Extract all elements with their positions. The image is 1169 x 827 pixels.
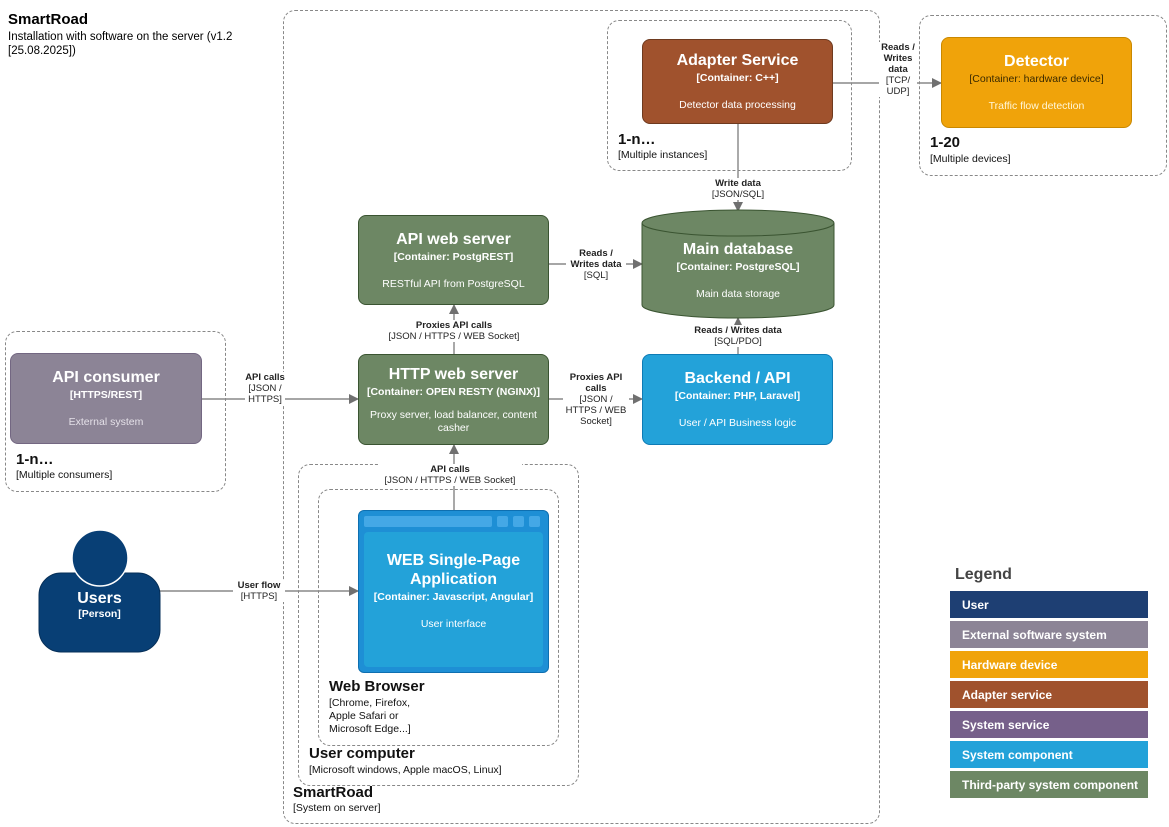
edge-tech-text: [HTTPS] [240,591,278,602]
edge-label-http-api: Proxies API calls [JSON / HTTPS / WEB So… [380,320,528,342]
edge-tech-text: [JSON/SQL] [711,189,765,200]
spa-desc: User interface [420,618,487,630]
main-database-shape[interactable] [641,209,835,320]
detector-group-boundary [919,15,1167,176]
consumer-group-name: 1-n… [16,451,54,468]
spa-window-frame[interactable] [358,510,549,673]
edge-label-consumer-http: API calls [JSON / HTTPS] [245,372,285,405]
edge-label-text: User flow [237,580,281,591]
edge-tech-text: [SQL] [583,270,609,281]
edge-label-database-backend: Reads / Writes data [SQL/PDO] [686,325,790,347]
edge-label-text: Write data [715,178,761,189]
http-web-server-desc: Proxy server, load balancer, content cas… [370,408,537,434]
adapter-group-desc: [Multiple instances] [618,149,708,161]
spa-address-bar [364,516,492,527]
spa-title: WEB Single-Page Application [386,552,521,588]
diagram-subtitle: Installation with software on the server… [8,31,233,57]
edge-tech-text: [JSON / HTTPS] [248,383,282,405]
edge-label-text: API calls [245,372,285,383]
edge-label-adapter-detector: Reads / Writes data [TCP/ UDP] [879,42,917,97]
diagram-title: SmartRoad [8,11,89,28]
http-web-server-type: [Container: OPEN RESTY (NGINX)] [366,385,541,398]
edge-label-spa-http: API calls [JSON / HTTPS / WEB Socket] [378,464,522,486]
api-consumer-title: API consumer [52,369,160,386]
spa-viewport [364,532,543,667]
http-web-server-node[interactable]: HTTP web server [Container: OPEN RESTY (… [358,354,549,445]
edge-label-text: API calls [430,464,470,475]
adapter-group-name: 1-n… [618,131,656,148]
backend-api-desc: User / API Business logic [678,417,797,429]
detector-group-name: 1-20 [930,134,961,151]
smartroad-boundary-name: SmartRoad [293,784,374,801]
spa-window-button-icon [513,516,524,527]
edge-label-text: Reads / Writes data [881,42,915,75]
edge-label-text: Reads / Writes data [694,325,782,336]
adapter-service-title: Adapter Service [676,52,799,69]
api-web-server-type: [Container: PostgREST] [393,250,514,263]
edge-label-api-database: Reads / Writes data [SQL] [566,248,626,281]
edge-label-text: Reads / Writes data [570,248,622,270]
user-computer-name: User computer [309,745,415,762]
api-consumer-desc: External system [68,416,144,428]
spa-window-button-icon [497,516,508,527]
edge-tech-text: [JSON / HTTPS / WEB Socket] [565,394,627,427]
user-computer-desc: [Microsoft windows, Apple macOS, Linux] [309,764,502,776]
edge-tech-text: [JSON / HTTPS / WEB Socket] [388,331,520,342]
users-node[interactable]: Users [Person] [39,585,160,625]
edge-label-adapter-database: Write data [JSON/SQL] [705,178,771,200]
detector-node[interactable]: Detector [Container: hardware device] Tr… [941,37,1132,128]
adapter-service-desc: Detector data processing [679,99,796,111]
spa-type: [Container: Javascript, Angular] [373,591,534,603]
main-database-desc: Main data storage [695,288,781,300]
edge-tech-text: [SQL/PDO] [714,336,762,347]
users-title: Users [77,590,122,607]
api-web-server-node[interactable]: API web server [Container: PostgREST] RE… [358,215,549,305]
edge-label-text: Proxies API calls [569,372,623,394]
legend-title: Legend [955,566,1012,583]
detector-desc: Traffic flow detection [988,100,1085,112]
web-browser-desc: [Chrome, Firefox, Apple Safari or Micros… [329,697,411,735]
api-web-server-desc: RESTful API from PostgreSQL [382,277,525,290]
main-database-title: Main database [682,241,794,258]
web-browser-name: Web Browser [329,678,425,695]
consumer-group-boundary [5,331,226,492]
edge-tech-text: [JSON / HTTPS / WEB Socket] [384,475,516,486]
detector-group-desc: [Multiple devices] [930,153,1011,165]
edge-tech-text: [TCP/ UDP] [885,75,911,97]
spa-node: WEB Single-Page Application [Container: … [363,531,544,666]
edge-label-users-spa: User flow [HTTPS] [233,580,285,602]
web-browser-boundary [318,489,559,746]
spa-window-button-icon [529,516,540,527]
backend-api-node[interactable]: Backend / API [Container: PHP, Laravel] … [642,354,833,445]
adapter-service-type: [Container: C++] [696,72,779,84]
edge-label-http-backend: Proxies API calls [JSON / HTTPS / WEB So… [563,372,629,427]
main-database-type: [Container: PostgreSQL] [676,261,800,273]
legend-item-system-component: System component [949,740,1149,769]
person-icon [38,529,161,653]
detector-type: [Container: hardware device] [969,73,1104,85]
adapter-service-node[interactable]: Adapter Service [Container: C++] Detecto… [642,39,833,124]
main-database-node: Main database [Container: PostgreSQL] Ma… [642,236,834,312]
smartroad-system-boundary [283,10,880,824]
smartroad-boundary-desc: [System on server] [293,802,381,814]
users-type: [Person] [78,608,121,620]
legend-item-user: User [949,590,1149,619]
consumer-group-desc: [Multiple consumers] [16,469,113,481]
adapter-group-boundary [607,20,852,171]
backend-api-title: Backend / API [684,370,791,387]
api-consumer-node[interactable]: API consumer [HTTPS/REST] External syste… [10,353,202,444]
legend-item-adapter-service: Adapter service [949,680,1149,709]
detector-title: Detector [1004,53,1069,70]
http-web-server-title: HTTP web server [388,365,519,383]
backend-api-type: [Container: PHP, Laravel] [674,390,801,402]
legend-item-hardware-device: Hardware device [949,650,1149,679]
api-consumer-type: [HTTPS/REST] [69,389,143,401]
legend-item-third-party-component: Third-party system component [949,770,1149,799]
legend-item-system-service: System service [949,710,1149,739]
edge-label-text: Proxies API calls [415,320,493,331]
legend-item-external-system: External software system [949,620,1149,649]
api-web-server-title: API web server [396,230,511,248]
